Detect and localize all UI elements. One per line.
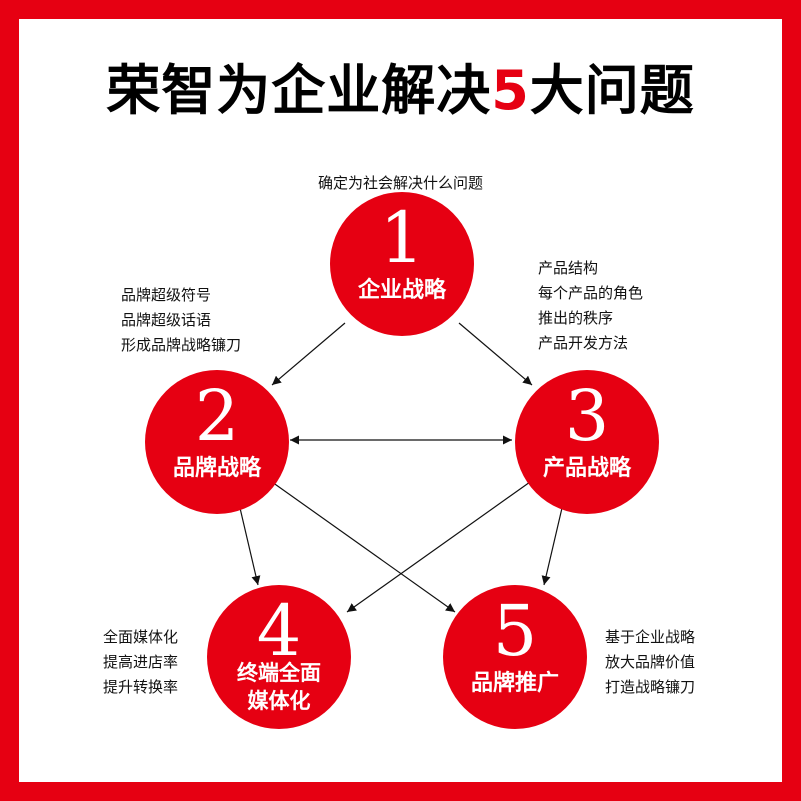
node-3-label: 产品战略 bbox=[542, 456, 631, 481]
node-5-brand-promotion: 5 品牌推广 bbox=[443, 585, 587, 729]
note-line: 打造战略镰刀 bbox=[605, 678, 696, 696]
node-3-product-strategy: 3 产品战略 bbox=[515, 370, 659, 514]
note-line: 品牌超级话语 bbox=[121, 311, 212, 329]
note-line: 品牌超级符号 bbox=[121, 286, 212, 304]
promotion-notes: 基于企业战略 放大品牌价值 打造战略镰刀 bbox=[605, 625, 695, 700]
node-4-label-line2: 媒体化 bbox=[247, 689, 311, 713]
note-line: 每个产品的角色 bbox=[538, 284, 644, 302]
node-3-number: 3 bbox=[564, 375, 610, 457]
note-line: 放大品牌价值 bbox=[605, 653, 696, 671]
brand-notes: 品牌超级符号 品牌超级话语 形成品牌战略镰刀 bbox=[121, 283, 241, 358]
terminal-notes: 全面媒体化 提高进店率 提升转换率 bbox=[103, 625, 178, 700]
node-1-label: 企业战略 bbox=[357, 278, 446, 303]
arrow-2-to-4 bbox=[239, 507, 261, 586]
note-line: 提高进店率 bbox=[103, 653, 179, 671]
title-prefix: 荣智为企业解决 bbox=[106, 59, 492, 122]
note-line: 基于企业战略 bbox=[605, 628, 696, 646]
product-notes: 产品结构 每个产品的角色 推出的秩序 产品开发方法 bbox=[538, 256, 643, 356]
note-line: 产品结构 bbox=[538, 259, 599, 277]
page-title: 荣智为企业解决5大问题 bbox=[0, 58, 801, 124]
arrow-1-to-2 bbox=[271, 322, 346, 386]
note-line: 提升转换率 bbox=[103, 678, 179, 696]
note-line: 形成品牌战略镰刀 bbox=[121, 336, 242, 354]
node-4-label-line1: 终端全面 bbox=[237, 661, 321, 685]
arrow-2-to-5 bbox=[271, 481, 456, 613]
top-caption: 确定为社会解决什么问题 bbox=[317, 174, 483, 192]
node-4-terminal-media: 4 终端全面 媒体化 bbox=[207, 585, 351, 729]
node-4-number: 4 bbox=[256, 590, 302, 672]
node-1-enterprise-strategy: 1 企业战略 bbox=[330, 192, 474, 336]
node-2-number: 2 bbox=[194, 375, 240, 457]
arrow-1-to-3 bbox=[458, 322, 533, 386]
node-2-label: 品牌战略 bbox=[172, 456, 261, 481]
node-5-number: 5 bbox=[492, 590, 538, 672]
note-line: 产品开发方法 bbox=[538, 334, 629, 352]
arrow-3-to-4 bbox=[346, 481, 531, 613]
note-line: 推出的秩序 bbox=[538, 309, 614, 327]
node-5-label: 品牌推广 bbox=[470, 671, 559, 696]
title-accent-number: 5 bbox=[491, 59, 530, 122]
title-suffix: 大问题 bbox=[529, 59, 695, 122]
note-line: 全面媒体化 bbox=[103, 628, 179, 646]
node-1-number: 1 bbox=[379, 197, 425, 279]
node-4-label: 终端全面 媒体化 bbox=[207, 659, 351, 715]
arrow-3-to-5 bbox=[541, 507, 563, 586]
node-2-brand-strategy: 2 品牌战略 bbox=[145, 370, 289, 514]
